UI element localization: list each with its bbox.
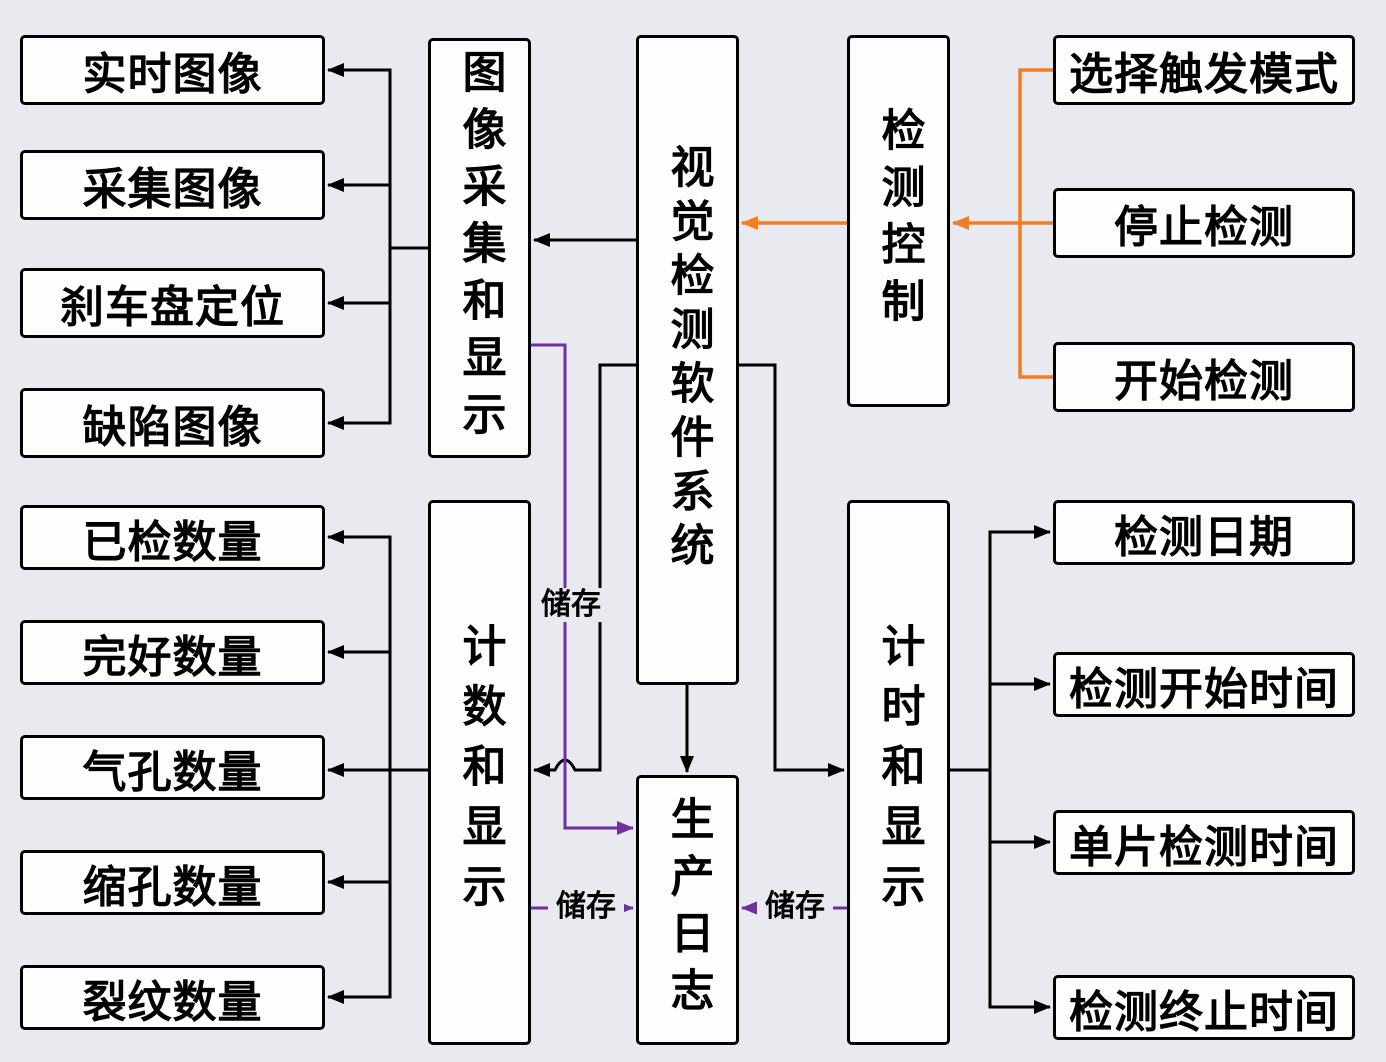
node-single-piece-time: 单片检测时间 [1053,810,1355,875]
node-detection-end-time: 检测终止时间 [1053,975,1355,1040]
node-select-trigger-mode: 选择触发模式 [1053,35,1355,105]
edge-label-store-count: 储存 [548,890,624,924]
node-detection-control: 检测控制 [847,35,950,407]
node-image-acquisition-display: 图像采集和显示 [428,38,531,458]
node-inspected-count: 已检数量 [20,505,325,570]
node-vision-detection-system: 视觉检测软件系统 [636,35,739,685]
arrows-timing-fan [950,525,1051,1014]
node-shrinkage-count: 缩孔数量 [20,850,325,915]
arrows-image-display-fan [327,63,428,430]
node-timing-display: 计时和显示 [847,500,950,1045]
node-captured-image: 采集图像 [20,150,325,220]
node-stop-detection: 停止检测 [1053,188,1355,258]
arrows-system-core [533,233,845,777]
node-production-log: 生产日志 [636,775,739,1045]
node-detection-date: 检测日期 [1053,500,1355,565]
node-crack-count: 裂纹数量 [20,965,325,1030]
arrows-control-orange [741,68,1053,379]
node-brake-disc-positioning: 刹车盘定位 [20,268,325,338]
edge-label-store-timing: 储存 [757,890,833,924]
node-intact-count: 完好数量 [20,620,325,685]
node-porosity-count: 气孔数量 [20,735,325,800]
edge-label-store-image: 储存 [532,588,610,622]
node-defect-image: 缺陷图像 [20,388,325,458]
node-detection-start-time: 检测开始时间 [1053,652,1355,717]
node-counting-display: 计数和显示 [428,500,531,1045]
node-start-detection: 开始检测 [1053,342,1355,412]
node-realtime-image: 实时图像 [20,35,325,105]
arrows-counting-fan [327,530,428,1004]
